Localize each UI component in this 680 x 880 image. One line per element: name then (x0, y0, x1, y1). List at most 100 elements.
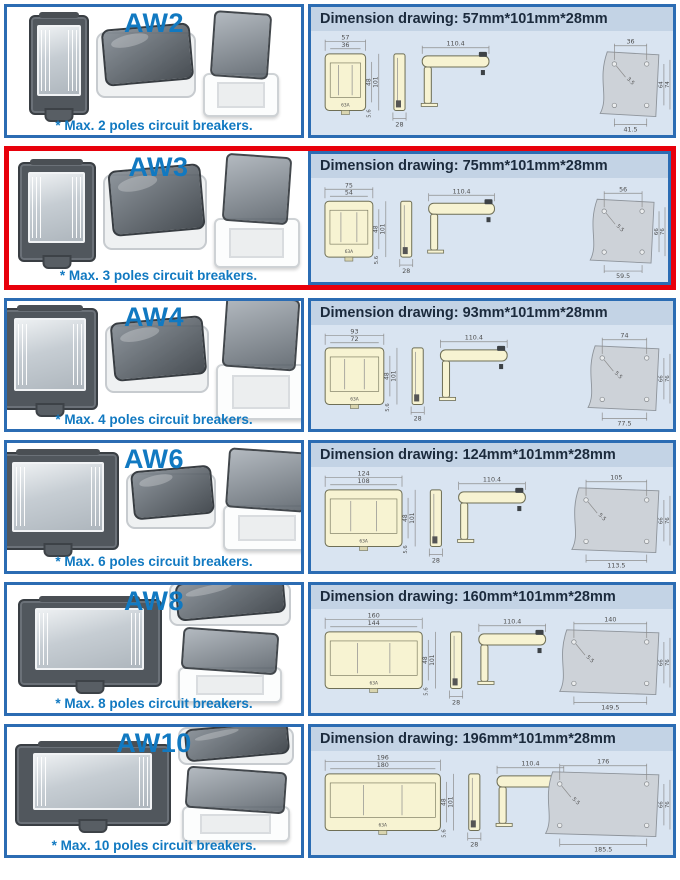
dimension-header: Dimension drawing: 93mm*101mm*28mm (311, 301, 673, 325)
dim-label: 76 (665, 800, 671, 807)
dim-label: 76 (665, 516, 671, 523)
dim-label: 57 (341, 33, 349, 41)
enclosure-base (203, 73, 279, 117)
dimension-panel: Dimension drawing: 93mm*101mm*28mm 63A 93… (308, 298, 676, 432)
dim-label: 93 (350, 327, 358, 335)
dim-label: 5.5 (597, 512, 607, 522)
product-photo-column (168, 585, 291, 703)
product-closed-view-photo (126, 464, 216, 529)
enclosure-latch (43, 542, 73, 557)
dimension-header: Dimension drawing: 75mm*101mm*28mm (311, 154, 668, 178)
enclosure-base (213, 218, 300, 268)
dim-label: 66 (659, 800, 665, 807)
dim-label: 74 (620, 331, 628, 339)
product-open-view-photo (177, 626, 282, 703)
dim-label: 110.4 (503, 617, 521, 625)
dim-label: 56 (619, 186, 627, 193)
enclosure-window (37, 25, 81, 97)
product-open-view-photo (181, 765, 290, 842)
dim-label: 66 (659, 374, 665, 381)
dim-label: 63A (369, 680, 378, 686)
product-row-aw3: AW3 * Max. 3 poles circuit breakers. Dim… (4, 146, 676, 290)
dim-label: 28 (432, 556, 440, 564)
enclosure-window (11, 461, 105, 532)
product-photos (12, 585, 296, 703)
model-name: AW10 (116, 728, 192, 758)
product-photos (14, 152, 303, 269)
model-name: AW8 (123, 586, 184, 616)
dimension-panel: Dimension drawing: 196mm*101mm*28mm 63A 1… (308, 724, 676, 858)
dim-label: 105 (610, 473, 622, 481)
product-panel: AW10 * Max. 10 poles circuit breakers. (4, 724, 304, 858)
enclosure-base (216, 364, 301, 420)
enclosure-opening (238, 514, 296, 542)
enclosure-open-lid (180, 626, 279, 676)
dimension-header: Dimension drawing: 196mm*101mm*28mm (311, 727, 673, 751)
dim-label: 36 (341, 41, 349, 49)
dim-label: 5.5 (615, 223, 625, 233)
dim-label: 110.4 (446, 39, 464, 47)
enclosure-base (177, 667, 282, 703)
dim-label: 66 (654, 227, 660, 234)
dim-label: 48 (441, 798, 447, 806)
dim-label: 5.5 (613, 370, 623, 380)
dim-label: 101 (448, 796, 454, 807)
dim-label: 101 (410, 512, 416, 523)
product-front-view-photo (17, 595, 162, 694)
max-poles-note: * Max. 2 poles circuit breakers. (55, 118, 253, 133)
product-panel: AW4 * Max. 4 poles circuit breakers. (4, 298, 304, 432)
product-open-view-photo (223, 447, 301, 551)
model-name: AW2 (123, 8, 184, 38)
product-front-view-photo (14, 740, 171, 833)
dim-label: 63A (341, 102, 350, 108)
dim-label: 63A (345, 249, 353, 255)
enclosure-window (33, 752, 152, 811)
dim-label: 66 (659, 658, 665, 665)
product-open-view-photo (216, 301, 301, 420)
product-front-view-photo (17, 158, 96, 269)
dim-label: 124 (358, 469, 370, 477)
dim-label: 63A (350, 396, 359, 402)
product-open-view-photo (203, 10, 279, 117)
dim-label: 76 (665, 374, 671, 381)
enclosure-latch (42, 254, 71, 269)
product-row-aw8: AW8 * Max. 8 poles circuit breakers. Dim… (4, 582, 676, 716)
product-photos (7, 447, 301, 557)
model-name: AW6 (123, 444, 184, 474)
max-poles-note: * Max. 3 poles circuit breakers. (59, 268, 258, 283)
dim-label: 110.4 (483, 475, 501, 483)
enclosure-opening (231, 375, 291, 409)
dim-label: 110.4 (465, 333, 483, 341)
dim-label: 5.6 (403, 544, 409, 553)
dim-label: 5.6 (423, 686, 429, 695)
dim-label: 101 (430, 654, 436, 665)
dim-label: 3.5 (625, 76, 635, 86)
enclosure-window (14, 318, 86, 391)
product-closed-view-photo (105, 314, 209, 393)
dim-label: 160 (368, 611, 380, 619)
dim-label: 28 (402, 268, 410, 275)
model-name: AW3 (128, 152, 189, 182)
dim-label: 36 (626, 37, 634, 45)
product-photo-column (177, 727, 294, 842)
product-closed-view-photo (168, 585, 291, 626)
dim-label: 180 (377, 761, 389, 769)
enclosure-latch (44, 107, 74, 122)
dim-label: 63A (379, 822, 388, 828)
product-panel: AW8 * Max. 8 poles circuit breakers. (4, 582, 304, 716)
max-poles-note: * Max. 8 poles circuit breakers. (55, 696, 253, 711)
model-name: AW4 (123, 302, 184, 332)
dim-label: 28 (414, 414, 422, 422)
dim-label: 140 (604, 615, 616, 623)
dim-label: 5.5 (571, 796, 581, 806)
product-row-aw6: AW6 * Max. 6 poles circuit breakers. Dim… (4, 440, 676, 574)
